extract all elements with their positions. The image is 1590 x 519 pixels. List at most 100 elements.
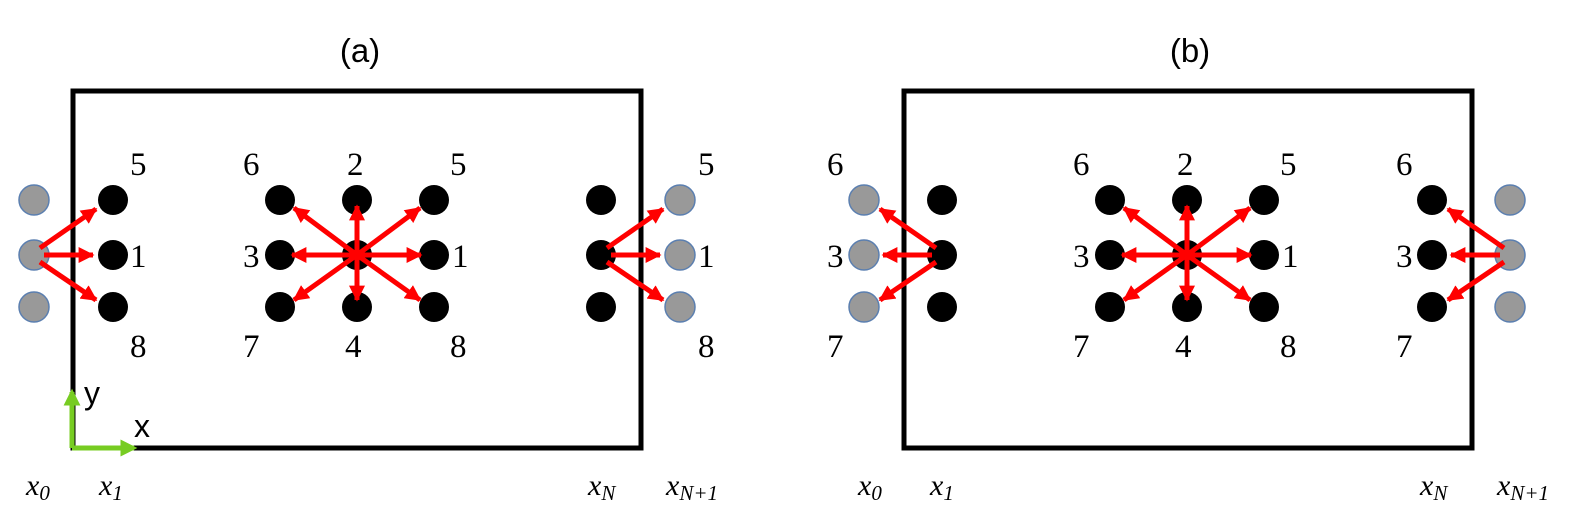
- dir-label-8: 8: [698, 329, 715, 365]
- arrow-dir-8: [1185, 252, 1252, 303]
- x1-label: x1: [929, 469, 954, 505]
- lattice-node: [586, 292, 616, 322]
- lattice-node: [1095, 185, 1125, 215]
- ghost-node: [1494, 184, 1526, 216]
- y-axis-label: y: [84, 375, 100, 411]
- dir-label-2: 2: [347, 147, 364, 183]
- lattice-node: [1095, 292, 1125, 322]
- xN-label: xN: [1419, 469, 1448, 505]
- arrow-dir-5: [38, 206, 98, 251]
- arrow-dir-8: [605, 259, 665, 303]
- arrow-dir-6: [292, 205, 359, 258]
- panel-b-right-boundary: 6 3 7: [1396, 147, 1526, 365]
- panel-b-x-labels: x0 x1 xN xN+1: [857, 469, 1549, 505]
- lattice-node: [927, 292, 957, 322]
- dir-label-5: 5: [1280, 147, 1297, 183]
- ghost-node: [1494, 291, 1526, 323]
- panel-a-x-labels: x0 x1 xN xN+1: [25, 469, 718, 505]
- x-axis-label: x: [134, 408, 150, 444]
- arrow-dir-7: [1122, 252, 1189, 303]
- lattice-node: [98, 185, 128, 215]
- arrow-dir-6: [1122, 205, 1189, 258]
- ghost-node: [664, 291, 696, 323]
- panel-a: (a) 5 1 8: [18, 32, 718, 505]
- dir-label-6: 6: [1396, 147, 1413, 183]
- dir-label-4: 4: [1175, 329, 1192, 365]
- dir-label-4: 4: [345, 329, 362, 365]
- panel-b-left-boundary: 6 3 7: [827, 147, 957, 365]
- lattice-node: [586, 185, 616, 215]
- panel-a-right-boundary: 5 1 8: [586, 147, 715, 365]
- ghost-node: [18, 184, 50, 216]
- lattice-node: [265, 185, 295, 215]
- arrow-dir-5: [605, 206, 665, 251]
- panel-b: (b) 6 3 7: [827, 32, 1549, 505]
- panel-b-label: (b): [1170, 32, 1210, 69]
- panel-a-label: (a): [340, 32, 380, 69]
- dir-label-3: 3: [827, 239, 844, 275]
- dir-label-3: 3: [1396, 239, 1413, 275]
- panel-b-domain-box: [901, 88, 1475, 451]
- dir-label-5: 5: [698, 147, 715, 183]
- dir-label-3: 3: [1073, 239, 1090, 275]
- dir-label-1: 1: [698, 239, 715, 275]
- lattice-node: [265, 292, 295, 322]
- dir-label-7: 7: [1073, 329, 1090, 365]
- dir-label-1: 1: [130, 239, 147, 275]
- xN1-label: xN+1: [1496, 469, 1549, 505]
- ghost-node: [664, 184, 696, 216]
- lattice-node: [419, 185, 449, 215]
- xN-label: xN: [587, 469, 616, 505]
- panel-a-domain-box: [70, 88, 644, 451]
- lattice-node: [265, 240, 295, 270]
- lattice-node: [1095, 240, 1125, 270]
- arrow-dir-7: [878, 259, 938, 303]
- lattice-node: [98, 240, 128, 270]
- lattice-node: [1249, 185, 1279, 215]
- lattice-node: [1249, 240, 1279, 270]
- dir-label-5: 5: [130, 147, 147, 183]
- x0-label: x0: [857, 469, 882, 505]
- dir-label-3: 3: [243, 239, 260, 275]
- ghost-node: [848, 291, 880, 323]
- ghost-node: [664, 239, 696, 271]
- dir-label-7: 7: [827, 329, 844, 365]
- dir-label-1: 1: [452, 239, 469, 275]
- dir-label-1: 1: [1282, 239, 1299, 275]
- ghost-node: [848, 239, 880, 271]
- ghost-node: [18, 291, 50, 323]
- lattice-node: [1417, 185, 1447, 215]
- arrow-dir-6: [878, 206, 938, 251]
- x0-label: x0: [25, 469, 50, 505]
- dir-label-2: 2: [1177, 147, 1194, 183]
- lattice-node: [1417, 240, 1447, 270]
- arrow-dir-7: [1446, 259, 1506, 303]
- x1-label: x1: [98, 469, 123, 505]
- dir-label-8: 8: [450, 329, 467, 365]
- ghost-node: [848, 184, 880, 216]
- lattice-node: [419, 240, 449, 270]
- xN1-label: xN+1: [665, 469, 718, 505]
- dir-label-7: 7: [243, 329, 260, 365]
- dir-label-5: 5: [450, 147, 467, 183]
- arrow-dir-5: [355, 205, 422, 258]
- arrow-dir-5: [1185, 205, 1252, 258]
- dir-label-7: 7: [1396, 329, 1413, 365]
- arrow-dir-6: [1446, 206, 1506, 251]
- lattice-node: [98, 292, 128, 322]
- arrow-dir-7: [292, 252, 359, 303]
- dir-label-6: 6: [243, 147, 260, 183]
- dir-label-6: 6: [1073, 147, 1090, 183]
- panel-b-interior-stencil: 6 2 5 3 1 7 4 8: [1073, 147, 1299, 365]
- lattice-node: [927, 185, 957, 215]
- dir-label-8: 8: [1280, 329, 1297, 365]
- lattice-node: [1417, 292, 1447, 322]
- lattice-node: [1249, 292, 1279, 322]
- panel-a-interior-stencil: 6 2 5 3 1 7 4 8: [243, 147, 469, 365]
- axes-indicator: y x: [63, 375, 150, 457]
- arrow-dir-8: [355, 252, 422, 303]
- arrow-dir-8: [38, 259, 98, 303]
- panel-a-left-boundary: 5 1 8: [18, 147, 147, 365]
- lattice-node: [419, 292, 449, 322]
